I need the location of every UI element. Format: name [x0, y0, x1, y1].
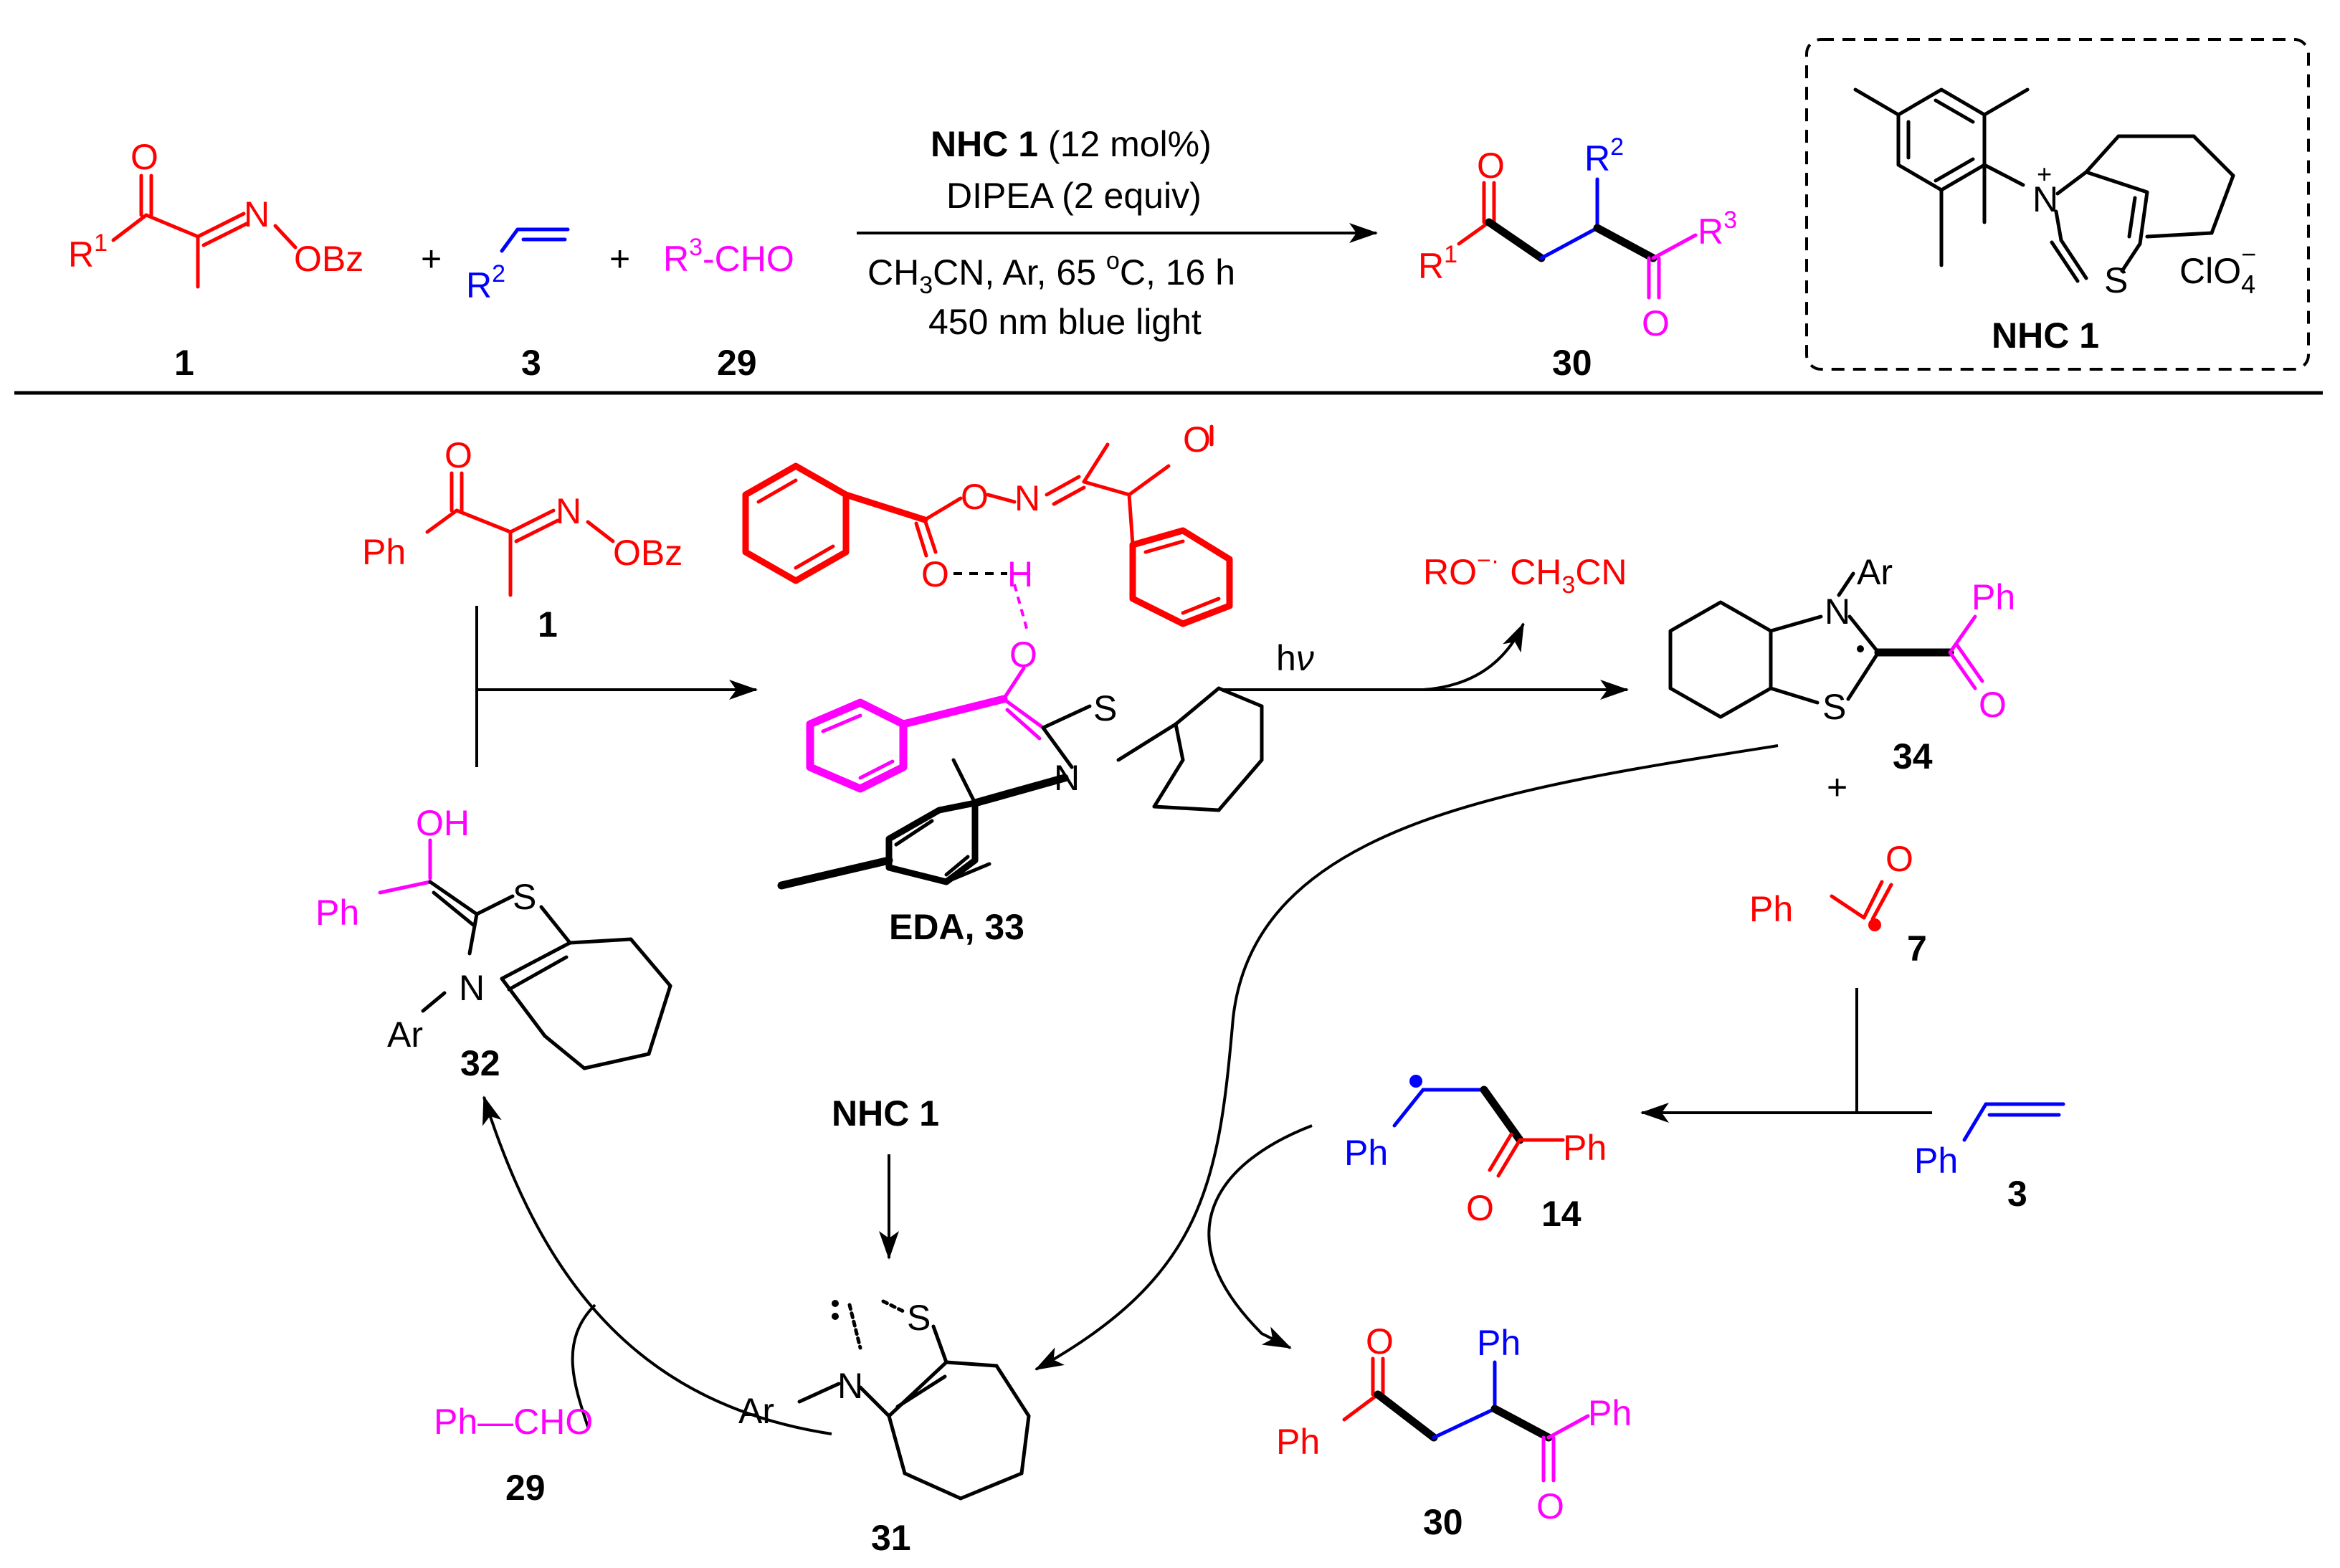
styrene-3: Ph 3 — [1914, 1102, 2065, 1214]
compound-number-31: 31 — [871, 1518, 911, 1558]
ph-label: Ph — [315, 893, 359, 933]
eda-33-label: EDA, 33 — [889, 907, 1024, 947]
compound-number-34: 34 — [1893, 736, 1933, 776]
nitrogen-label: N — [837, 1366, 863, 1406]
catalytic-cycle-arrows — [482, 744, 1779, 1435]
reactant-29-aldehyde: R3-CHO 29 — [663, 234, 794, 383]
aldehyde-29: Ph—CHO 29 — [434, 1402, 593, 1508]
photoexcitation-arrow: hν RO−·CH3CN — [1222, 547, 1629, 700]
r2-label: R2 — [466, 260, 505, 305]
arrow-to-eda — [475, 606, 758, 767]
substrate-1: O Ph N OBz 1 — [362, 435, 682, 645]
thiazolium-sulfur-label: S — [2104, 260, 2128, 300]
eda-ketone-oxygen-label: O — [1183, 419, 1211, 460]
carbene-31: S N Ar 31 — [738, 1298, 1031, 1558]
radical-14: Ph Ph O 14 — [1344, 1075, 1607, 1234]
compound-number-32: 32 — [460, 1043, 500, 1083]
oxygen-label: O — [1366, 1321, 1394, 1362]
carbonyl-oxygen-label: O — [130, 137, 158, 177]
sulfur-label: S — [1822, 687, 1846, 727]
reactant-3-alkene: R2 3 — [466, 227, 570, 383]
ar-label: Ar — [1857, 552, 1893, 592]
product-30-general: O R1 R2 R3 O 30 — [1418, 133, 1737, 383]
compound-number-3: 3 — [2007, 1174, 2027, 1214]
ph-label: Ph — [1749, 889, 1793, 929]
plus-sign: + — [1827, 767, 1847, 807]
oxygen-label: O — [444, 435, 472, 475]
compound-number-30: 30 — [1552, 343, 1592, 383]
mechanism: O Ph N OBz 1 — [315, 419, 2065, 1558]
byproducts-label: RO−·CH3CN — [1423, 547, 1627, 599]
oxygen-label: O — [1536, 1486, 1564, 1526]
compound-number-29: 29 — [717, 343, 757, 383]
nitrogen-label: N — [1825, 591, 1850, 632]
product-oxygen-label: O — [1642, 303, 1670, 343]
compound-number-7: 7 — [1907, 928, 1927, 969]
oxygen-label: O — [1979, 685, 2007, 725]
sulfur-label: S — [907, 1298, 931, 1338]
conditions-catalyst: NHC 1 (12 mol%) — [931, 124, 1212, 164]
obz-label: OBz — [613, 533, 682, 573]
eda-enol-oxygen-label: O — [1009, 635, 1037, 675]
eda-oxygen-label: O — [961, 477, 989, 517]
ph-label: Ph — [1972, 577, 2015, 617]
compound-number-1: 1 — [538, 604, 558, 645]
product-oxygen-label: O — [1477, 146, 1505, 186]
ph-label: Ph — [1914, 1141, 1958, 1181]
radical-addition-arrow — [1640, 988, 1932, 1123]
conditions-solvent-temp: CH3CN, Ar, 65 oC, 16 h — [867, 247, 1235, 299]
product-r3-label: R3 — [1698, 206, 1737, 252]
ph-label: Ph — [1563, 1128, 1607, 1168]
eda-complex-33: O N O O H O S N EDA, 33 — [742, 419, 1264, 947]
imine-nitrogen-label: N — [244, 194, 270, 234]
product-30: O Ph Ph Ph O 30 — [1276, 1321, 1632, 1542]
ph-label: Ph — [1276, 1422, 1320, 1462]
plus-sign: + — [421, 239, 442, 279]
top-general-scheme: O R1 N OBz 1 + R2 3 + R3-CHO 29 NHC 1 — [68, 38, 2310, 383]
nitrogen-label: N — [459, 968, 485, 1008]
breslow-intermediate-32: OH Ph S N Ar 32 — [315, 803, 672, 1083]
conditions-base: DIPEA (2 equiv) — [946, 176, 1202, 216]
nhc-1-label: NHC 1 — [1992, 315, 2099, 356]
nitrogen-label: N — [556, 491, 581, 531]
nhc-1-entry-label: NHC 1 — [832, 1093, 939, 1134]
perchlorate-counterion: ClO4− — [2179, 239, 2256, 299]
eda-nitrogen-label: N — [1054, 758, 1080, 798]
benzaldehyde-label: Ph—CHO — [434, 1402, 593, 1442]
thiazolium-nitrogen-label: N+ — [2032, 159, 2058, 219]
eda-hydrogen-label: H — [1007, 554, 1033, 594]
ph-label: Ph — [362, 532, 406, 572]
product-r2-label: R2 — [1584, 133, 1624, 179]
ph-label: Ph — [1477, 1323, 1521, 1363]
obz-label: OBz — [294, 239, 363, 279]
eda-nitrogen-label: N — [1014, 478, 1040, 518]
plus-sign: + — [609, 239, 630, 279]
r1-label: R1 — [68, 229, 108, 275]
acyl-radical-7: O Ph 7 — [1749, 839, 1927, 969]
compound-number-3: 3 — [521, 343, 541, 383]
eda-carboxyl-oxygen-label: O — [921, 554, 949, 594]
compound-number-30: 30 — [1423, 1502, 1463, 1542]
compound-number-29: 29 — [505, 1468, 546, 1508]
compound-number-14: 14 — [1541, 1194, 1582, 1234]
nhc-1-catalyst-box: N+ S ClO4− NHC 1 — [1805, 38, 2310, 371]
reactant-1-oxime-ester: O R1 N OBz 1 — [68, 137, 363, 383]
eda-sulfur-label: S — [1093, 688, 1117, 728]
ar-label: Ar — [387, 1015, 423, 1055]
radical-34: N Ar S Ph O 34 — [1668, 552, 2015, 776]
compound-number-1: 1 — [174, 343, 194, 383]
hydroxyl-label: OH — [416, 803, 470, 843]
ph-label: Ph — [1344, 1133, 1388, 1173]
product-r1-label: R1 — [1418, 241, 1457, 286]
oxygen-label: O — [1466, 1188, 1494, 1228]
conditions-light: 450 nm blue light — [928, 302, 1202, 342]
sulfur-label: S — [513, 877, 536, 917]
oxygen-label: O — [1885, 839, 1913, 879]
ph-label: Ph — [1588, 1393, 1632, 1433]
ar-label: Ar — [738, 1391, 774, 1431]
aldehyde-label: R3-CHO — [663, 234, 794, 279]
hv-label: hν — [1276, 638, 1314, 678]
